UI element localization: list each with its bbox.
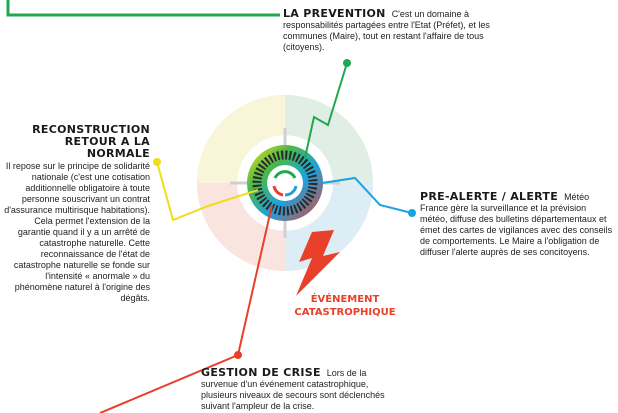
reconstruction-title-line2: RETOUR A LA NORMALE: [64, 135, 150, 160]
reconstruction-dot: [153, 158, 161, 166]
outer-ring: [197, 95, 373, 271]
pre-alerte-dot: [408, 209, 416, 217]
prevention-title: LA PREVENTION: [283, 7, 386, 20]
reconstruction-text: Il repose sur le principe de solidarité …: [4, 161, 150, 303]
prevention-text: C'est un domaine à responsabilités parta…: [283, 9, 490, 52]
pre-alerte-text: Météo France gère la surveillance et la …: [420, 192, 613, 257]
reconstruction-block: RECONSTRUCTION RETOUR A LA NORMALE Il re…: [0, 124, 150, 304]
gestion-title: GESTION DE CRISE: [201, 366, 321, 379]
reconstruction-title-line1: RECONSTRUCTION: [32, 123, 150, 136]
core-arrows-icon: [272, 170, 298, 197]
pre-alerte-title: PRE-ALERTE / ALERTE: [420, 190, 559, 203]
prevention-dot: [343, 59, 351, 67]
prevention-bracket-line: [6, 0, 280, 17]
gestion-dot: [234, 351, 242, 359]
evenement-line1: ÉVÉNEMENT: [310, 294, 380, 305]
evenement-line2: CATASTROPHIQUE: [294, 307, 396, 318]
gestion-text: Lors de la survenue d'un événement catas…: [201, 368, 385, 411]
inner-dark-ring: [252, 150, 318, 216]
lightning-bolt-icon: [296, 230, 340, 296]
reconstruction-connector: [156, 161, 259, 222]
pre-alerte-connector: [321, 176, 413, 214]
prevention-connector: [304, 62, 348, 159]
evenement-label: ÉVÉNEMENT CATASTROPHIQUE: [290, 293, 400, 319]
